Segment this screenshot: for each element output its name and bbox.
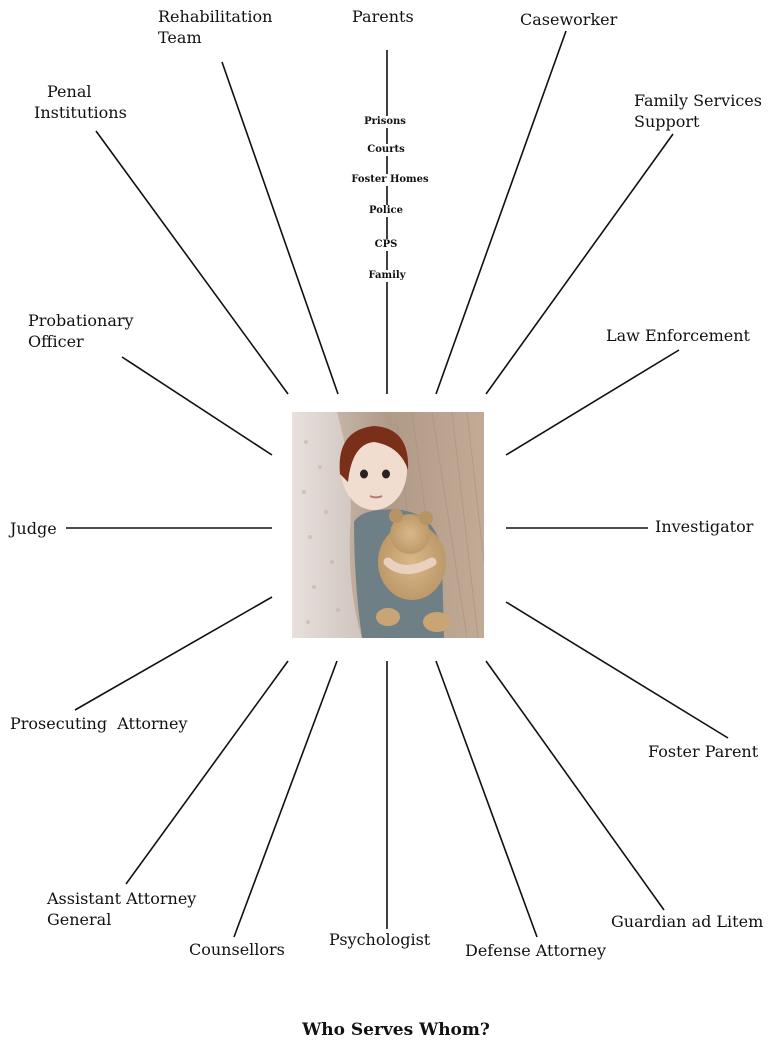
line-law-enforcement [505, 349, 680, 456]
line-counsellors [233, 660, 338, 938]
label-defense-attorney: Defense Attorney [465, 940, 606, 961]
label-probationary-line2: Officer [28, 332, 84, 351]
label-guardian-ad-litem-text: Guardian ad Litem [611, 912, 764, 931]
line-assistant-ag [125, 660, 289, 885]
line-prosecuting-attorney [74, 596, 273, 711]
child-photo [292, 412, 484, 638]
label-probationary-officer: Probationary Officer [28, 310, 134, 352]
line-family-services [485, 133, 674, 395]
line-penal-institutions [95, 130, 289, 395]
label-penal-institutions: Penal Institutions [34, 81, 127, 123]
label-foster-parent: Foster Parent [648, 741, 758, 762]
line-foster-parent [505, 601, 729, 739]
label-parents: Parents [352, 6, 414, 27]
stack-item-foster-homes: Foster Homes [350, 174, 430, 186]
label-psychologist: Psychologist [329, 929, 430, 950]
label-rehabilitation-line1: Rehabilitation [158, 7, 273, 26]
label-family-services-line1: Family Services [634, 91, 762, 110]
label-investigator-text: Investigator [655, 517, 754, 536]
label-law-enforcement: Law Enforcement [606, 325, 750, 346]
label-parents-text: Parents [352, 7, 414, 26]
label-penal-line2: Institutions [34, 103, 127, 122]
label-counsellors-text: Counsellors [189, 940, 285, 959]
line-probationary-officer [121, 356, 273, 456]
label-rehabilitation-team: Rehabilitation Team [158, 6, 272, 48]
label-counsellors: Counsellors [189, 939, 285, 960]
child-with-teddy-bear-icon [292, 412, 484, 638]
line-caseworker [435, 30, 567, 395]
label-prosecuting-attorney-text: Prosecuting Attorney [10, 714, 188, 733]
label-probationary-line1: Probationary [28, 311, 134, 330]
label-penal-line1: Penal [47, 82, 92, 101]
line-rehabilitation-team [221, 61, 339, 395]
label-judge: Judge [10, 518, 57, 539]
label-defense-attorney-text: Defense Attorney [465, 941, 606, 960]
stack-item-police: Police [368, 205, 404, 217]
stack-item-courts: Courts [366, 144, 406, 156]
stack-item-prisons: Prisons [363, 116, 407, 128]
label-psychologist-text: Psychologist [329, 930, 431, 949]
label-foster-parent-text: Foster Parent [648, 742, 759, 761]
label-investigator: Investigator [655, 516, 753, 537]
label-caseworker: Caseworker [520, 9, 617, 30]
stack-item-family: Family [367, 270, 407, 282]
label-guardian-ad-litem: Guardian ad Litem [611, 911, 763, 932]
label-assistant-ag-line2: General [47, 910, 112, 929]
line-defense-attorney [435, 660, 538, 938]
label-family-services-support: Family Services Support [634, 90, 762, 132]
label-rehabilitation-line2: Team [158, 28, 202, 47]
line-guardian-ad-litem [485, 660, 665, 911]
label-caseworker-text: Caseworker [520, 10, 618, 29]
diagram-title: Who Serves Whom? [302, 1020, 490, 1040]
label-assistant-ag-line1: Assistant Attorney [47, 889, 197, 908]
label-family-services-line2: Support [634, 112, 700, 131]
label-prosecuting-attorney: Prosecuting Attorney [10, 713, 187, 734]
stack-item-cps: CPS [373, 239, 399, 251]
label-law-enforcement-text: Law Enforcement [606, 326, 750, 345]
label-assistant-attorney-general: Assistant Attorney General [47, 888, 196, 930]
label-judge-text: Judge [10, 519, 57, 538]
